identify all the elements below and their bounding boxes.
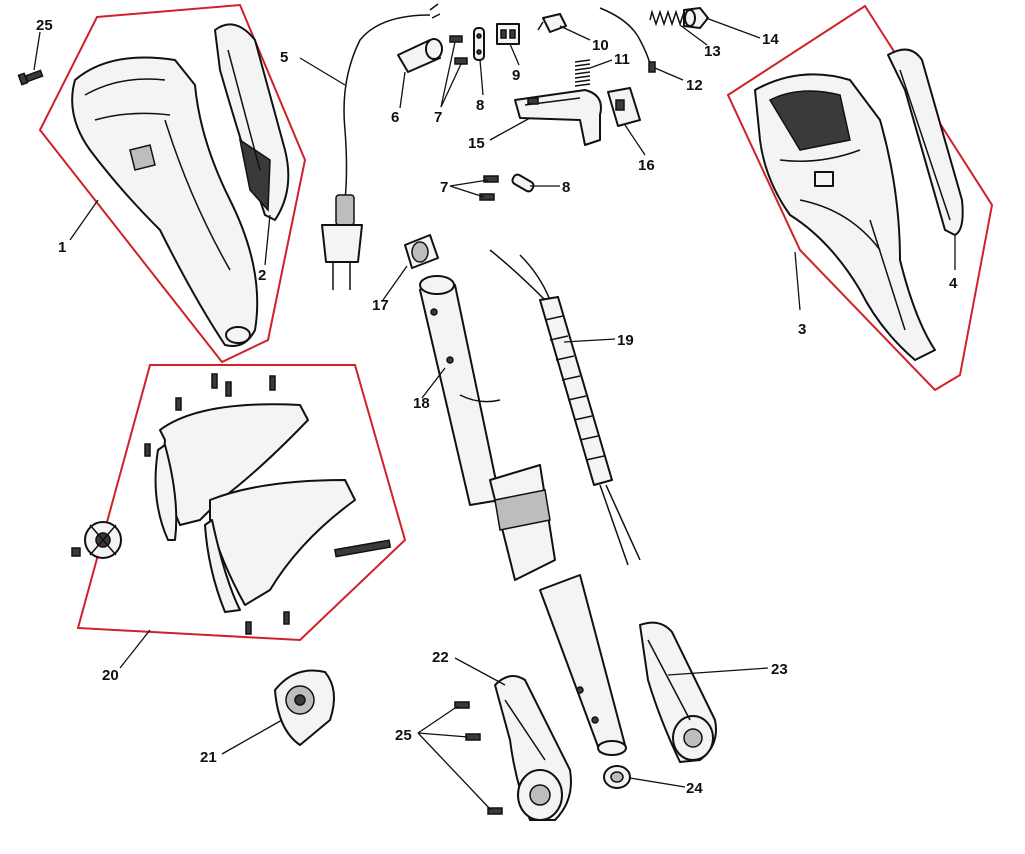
part-7-screws-middle xyxy=(479,175,499,201)
callout-21: 21 xyxy=(200,749,217,766)
callout-3: 3 xyxy=(798,321,806,338)
callout-18: 18 xyxy=(413,395,430,412)
group-outline-housing-left xyxy=(38,3,307,364)
part-7-screws-top xyxy=(449,35,468,65)
part-14-nut xyxy=(683,7,709,29)
part-18-shaft-tube xyxy=(419,275,627,756)
part-13-spring xyxy=(649,9,687,27)
callout-25-top: 25 xyxy=(36,17,53,34)
part-1-left-housing xyxy=(71,56,259,347)
callout-1: 1 xyxy=(58,239,66,256)
callout-4: 4 xyxy=(949,275,958,292)
leader-lines xyxy=(33,17,956,811)
callout-8-middle: 8 xyxy=(562,179,570,196)
callout-13: 13 xyxy=(704,43,721,60)
part-23-lower-housing-right xyxy=(639,621,717,763)
callout-23: 23 xyxy=(771,661,788,678)
part-15-switch-trigger xyxy=(514,89,602,146)
callout-8-top: 8 xyxy=(476,97,484,114)
callout-20: 20 xyxy=(102,667,119,684)
callout-5: 5 xyxy=(280,49,288,66)
part-25-screw-top-left xyxy=(17,69,44,86)
callout-17: 17 xyxy=(372,297,389,314)
group-outline-housing-right xyxy=(726,4,994,392)
part-17-bushing xyxy=(404,234,439,269)
callout-7-middle: 7 xyxy=(440,179,448,196)
part-4-right-cover xyxy=(887,48,964,236)
part-2-left-cover xyxy=(214,23,290,221)
part-6-cord-sleeve xyxy=(397,38,443,73)
part-20-auxiliary-handle xyxy=(71,373,392,635)
part-19-cable-spring xyxy=(489,249,641,566)
callout-22: 22 xyxy=(432,649,449,666)
callout-labels: 25 1 2 5 6 7 8 9 10 11 12 13 14 15 16 7 … xyxy=(36,17,958,797)
callout-12: 12 xyxy=(686,77,703,94)
callout-14: 14 xyxy=(762,31,779,48)
callout-11: 11 xyxy=(614,51,630,68)
callout-9: 9 xyxy=(512,67,520,84)
part-12-wire xyxy=(599,7,656,73)
part-3-right-housing xyxy=(754,73,936,361)
callout-24: 24 xyxy=(686,780,703,797)
part-10-switch-contact xyxy=(537,13,567,33)
callout-7-top: 7 xyxy=(434,109,442,126)
callout-15: 15 xyxy=(468,135,485,152)
part-21-spool xyxy=(274,669,335,746)
group-outline-handle-assembly xyxy=(76,364,407,642)
callout-2: 2 xyxy=(258,267,266,284)
callout-25-bottom: 25 xyxy=(395,727,412,744)
part-22-lower-housing-left xyxy=(494,675,572,821)
part-5-power-cord xyxy=(321,3,441,290)
part-11-spring xyxy=(574,59,591,87)
callout-16: 16 xyxy=(638,157,655,174)
part-8-cord-clamp-top xyxy=(473,27,485,61)
callout-6: 6 xyxy=(391,109,399,126)
callout-10: 10 xyxy=(592,37,609,54)
callout-19: 19 xyxy=(617,332,634,349)
part-16-switch xyxy=(607,87,641,127)
part-9-terminal-block xyxy=(496,23,520,45)
part-8-cord-clamp-middle xyxy=(511,173,535,193)
part-24-bearing xyxy=(603,765,631,789)
